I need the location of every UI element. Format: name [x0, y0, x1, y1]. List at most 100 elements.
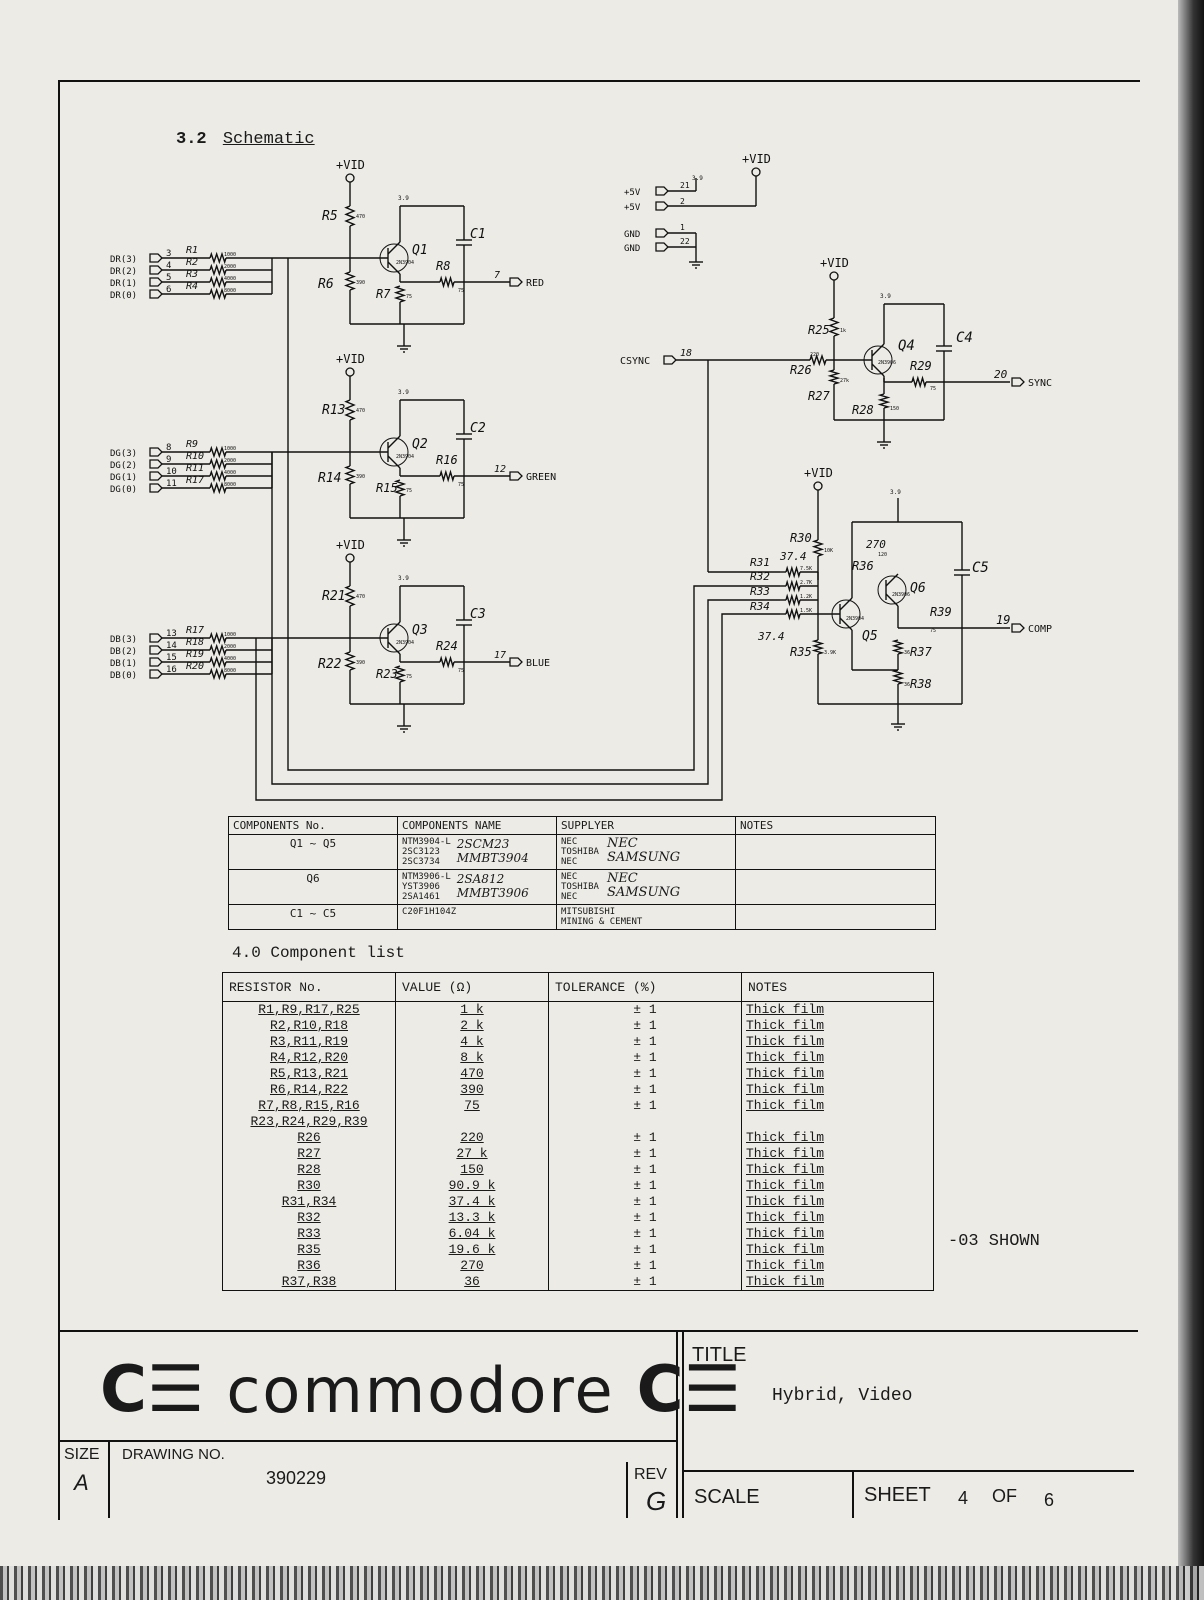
- power-label: +5V: [624, 203, 641, 213]
- resistor-value: 37.4 k: [395, 1194, 549, 1210]
- input-label: DG(0): [110, 485, 137, 495]
- pin-label: 5: [166, 273, 171, 283]
- resistor-value: 2 k: [395, 1018, 549, 1034]
- pin-label: 14: [166, 641, 177, 651]
- value-tag: 470: [356, 214, 365, 220]
- resistor-value: 36: [395, 1274, 549, 1291]
- resistor-no: R33: [222, 1226, 396, 1242]
- resistor-label: R22: [318, 657, 342, 672]
- drawing-border: [58, 80, 1140, 1520]
- part-number: NTM3904-L: [402, 837, 451, 847]
- transistor-label: Q1: [412, 243, 428, 258]
- power-terminal-icon: [829, 271, 839, 281]
- pin-label: 16: [166, 665, 177, 675]
- component-no-text: C1 ~ C5: [289, 907, 337, 920]
- handwritten-part: MMBT3904: [456, 851, 529, 865]
- resistor-label: R5: [322, 209, 338, 224]
- connector-icon: [655, 242, 669, 252]
- size-label: SIZE: [64, 1446, 100, 1463]
- notes-header: NOTES: [735, 816, 936, 835]
- connector-icon: [149, 277, 163, 287]
- resistor-label: R8: [436, 259, 450, 273]
- scale-row-line: [684, 1470, 1134, 1472]
- title-divider: [682, 1332, 684, 1518]
- value-tag: 75: [458, 482, 464, 488]
- handwritten-part: 2SA812: [456, 872, 505, 886]
- value-tag: 8000: [224, 482, 236, 488]
- part-label: 2N3904: [396, 454, 414, 460]
- resistor-no: R6,R14,R22: [222, 1082, 396, 1098]
- resistor-tolerance: ± 1: [548, 1082, 742, 1098]
- resistor: [209, 275, 227, 289]
- components-name-header: COMPONENTS NAME: [397, 816, 557, 835]
- resistor-tolerance: ± 1: [548, 1050, 742, 1066]
- resistor-no: R1,R9,R17,R25: [222, 1001, 396, 1018]
- value-tag: 390: [356, 280, 365, 286]
- transistor-icon: [387, 261, 401, 275]
- resistor-value: [395, 1114, 549, 1130]
- resistor-label: R27: [808, 389, 830, 403]
- resistor: [891, 669, 905, 685]
- pin-label: 20: [994, 368, 1008, 381]
- resistor-no: R30: [222, 1178, 396, 1194]
- pin-label: 12: [494, 464, 506, 475]
- resistor: [393, 665, 407, 683]
- pin-label: 3.9: [398, 195, 409, 202]
- resistor-note: Thick film: [741, 1178, 934, 1194]
- supplier-name: NEC: [561, 857, 578, 867]
- resistor-no: R32: [222, 1210, 396, 1226]
- resistor-row: R23,R24,R29,R39: [222, 1114, 934, 1130]
- resistor: [393, 285, 407, 303]
- transistor-icon: [871, 343, 885, 357]
- resistor-note: Thick film: [741, 1194, 934, 1210]
- resistor-label: R19: [186, 649, 204, 660]
- resistor: [891, 639, 905, 655]
- resistor: [344, 651, 356, 671]
- connector-icon: [149, 471, 163, 481]
- value-tag: 470: [356, 408, 365, 414]
- pin-label: 6: [166, 285, 171, 295]
- value-tag: 27k: [840, 378, 849, 384]
- resistor-no: R26: [222, 1130, 396, 1146]
- supplier-name: NEC: [561, 837, 578, 847]
- resistor-value: 390: [395, 1082, 549, 1098]
- resistor-tolerance: ± 1: [548, 1001, 742, 1018]
- resistor-label: R38: [910, 677, 932, 691]
- connector-icon: [663, 355, 677, 365]
- resistor-table: RESISTOR No. VALUE (Ω) TOLERANCE (%) NOT…: [222, 972, 934, 1291]
- resistor-no: R35: [222, 1242, 396, 1258]
- value-tag: 4000: [224, 656, 236, 662]
- resistor-value: 27 k: [395, 1146, 549, 1162]
- value-tag: 75: [406, 488, 412, 494]
- resistor-no: R3,R11,R19: [222, 1034, 396, 1050]
- connector-icon: [655, 201, 669, 211]
- size-divider: [108, 1440, 110, 1518]
- connector-icon: [1011, 377, 1025, 387]
- value-tag: 8000: [224, 668, 236, 674]
- resistor-label: R28: [852, 403, 874, 417]
- value-tag: 4000: [224, 276, 236, 282]
- handwritten-supplier: NEC: [606, 871, 638, 886]
- power-label: GND: [624, 230, 640, 240]
- resistor-label: R13: [322, 403, 345, 418]
- resistor-note: Thick film: [741, 1242, 934, 1258]
- value-tag: 2.7K: [800, 580, 812, 586]
- resistor-no: R31,R34: [222, 1194, 396, 1210]
- resistor-no: R37,R38: [222, 1274, 396, 1291]
- resistor: [344, 465, 356, 485]
- resistor-label: R16: [436, 453, 458, 467]
- transistor-icon: [839, 597, 853, 611]
- resistor-label: R26: [790, 363, 812, 377]
- power-terminal-icon: [345, 367, 355, 377]
- resistor-value: 75: [395, 1098, 549, 1114]
- value-tag: 2000: [224, 644, 236, 650]
- resistor-value: 270: [395, 1258, 549, 1274]
- transistor-icon: [387, 621, 401, 635]
- resistor-note: Thick film: [741, 1226, 934, 1242]
